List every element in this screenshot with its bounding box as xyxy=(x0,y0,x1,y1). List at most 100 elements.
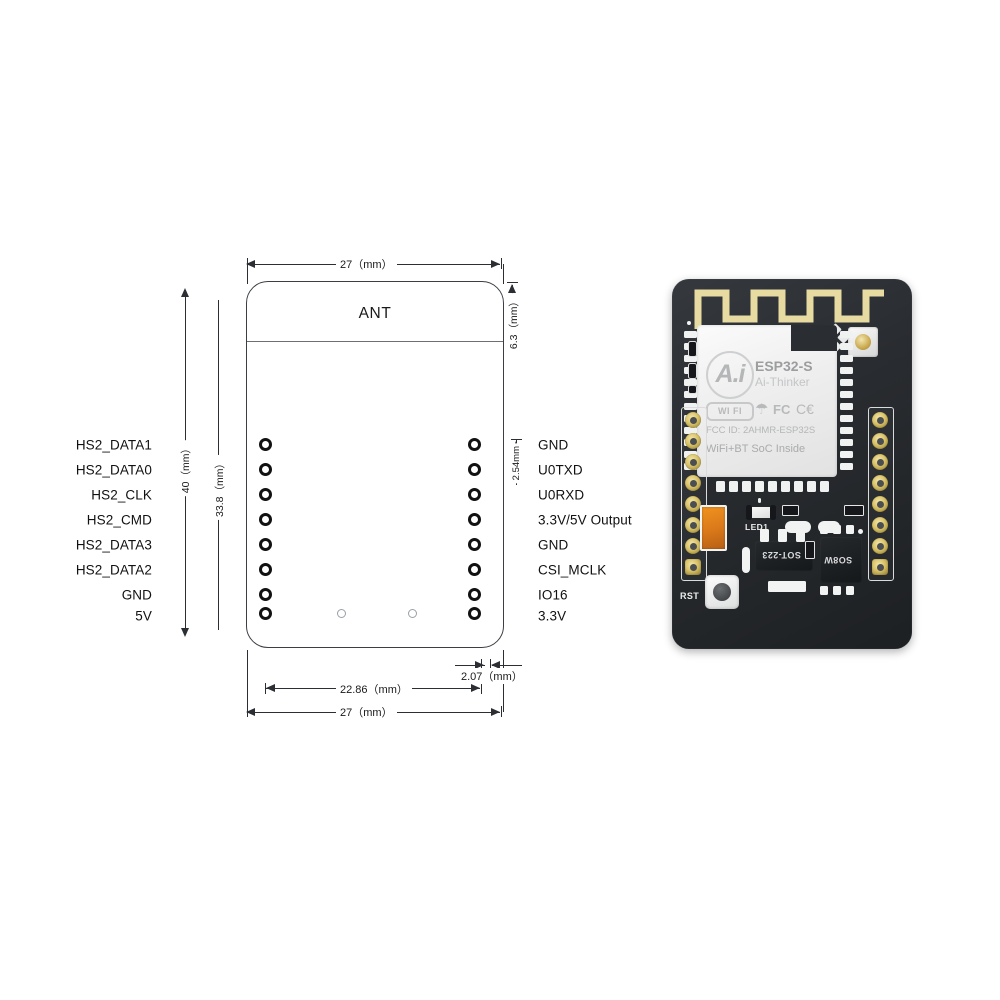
dim-pad-width-arrow-right xyxy=(471,684,480,692)
resistor-r3 xyxy=(805,541,815,559)
shield-notch xyxy=(791,325,837,351)
header-hole-right-3[interactable] xyxy=(872,454,888,470)
pad-right-1 xyxy=(468,438,481,451)
dim-pad-width-label: 22.86（mm） xyxy=(336,681,412,697)
castellation-r10 xyxy=(840,439,853,446)
so8w-pin1-dot xyxy=(858,529,863,534)
castellation-b2 xyxy=(729,481,738,492)
dim-pad-width-tick-left xyxy=(265,683,266,694)
resistor-r2 xyxy=(844,505,864,516)
ufl-antenna-connector xyxy=(848,327,878,357)
esp32-module-shield: A.i ESP32-S Ai-Thinker WI FI ☂ FC C€ FCC… xyxy=(697,325,837,477)
mounting-hole-right xyxy=(408,609,417,618)
pin-label-left-6: HS2_DATA2 xyxy=(75,562,152,578)
header-hole-left-2[interactable] xyxy=(685,433,701,449)
pad-right-5 xyxy=(468,538,481,551)
led1-pad-left xyxy=(746,505,752,520)
header-hole-left-4[interactable] xyxy=(685,475,701,491)
castellation-r7 xyxy=(840,403,853,410)
sot223-pad-3 xyxy=(796,529,805,542)
header-hole-right-2[interactable] xyxy=(872,433,888,449)
module-fcc-id: FCC ID: 2AHMR-ESP32S xyxy=(706,425,816,436)
header-hole-right-8[interactable] xyxy=(872,559,888,575)
header-hole-right-4[interactable] xyxy=(872,475,888,491)
led1-label: LED1 xyxy=(745,522,769,532)
pcb-outline xyxy=(246,281,504,648)
testpoint-3 xyxy=(688,385,697,394)
castellation-b1 xyxy=(716,481,725,492)
header-hole-right-6[interactable] xyxy=(872,517,888,533)
pad-right-4 xyxy=(468,513,481,526)
so8w-pad-5 xyxy=(833,586,841,595)
castellation-l6 xyxy=(684,391,697,398)
castellation-l7 xyxy=(684,403,697,410)
castellation-r2 xyxy=(840,343,853,350)
dim-bottom-width-arrow-right xyxy=(491,708,500,716)
header-hole-left-8[interactable] xyxy=(685,559,701,575)
dim-top-ext-right xyxy=(503,264,504,284)
castellation-l9 xyxy=(684,427,697,434)
led1-component xyxy=(750,507,772,518)
mechanical-drawing: 27（mm） ANT 6.3（mm） 40（mm） 33.8（mm） 2.54m… xyxy=(75,256,632,720)
left-header-strip xyxy=(681,407,707,581)
dim-edge-offset-arrow-right xyxy=(475,661,484,669)
testpoint-1 xyxy=(688,341,697,357)
dim-bottom-width-arrow-left xyxy=(246,708,255,716)
pin-label-left-3: HS2_CLK xyxy=(91,487,152,503)
voltage-regulator-cap xyxy=(700,505,727,551)
header-hole-right-5[interactable] xyxy=(872,496,888,512)
dim-top-width-tick-right xyxy=(501,258,502,269)
header-hole-left-6[interactable] xyxy=(685,517,701,533)
pin-label-right-2: U0TXD xyxy=(538,462,583,478)
right-header-strip xyxy=(868,407,894,581)
reset-label: RST xyxy=(680,591,700,601)
header-hole-right-1[interactable] xyxy=(872,412,888,428)
castellation-b5 xyxy=(768,481,777,492)
pin-label-left-1: HS2_DATA1 xyxy=(75,437,152,453)
pin1-marker xyxy=(687,321,691,325)
ce-icon: C€ xyxy=(796,401,814,417)
so8w-pad-2 xyxy=(833,525,841,534)
so8w-flash-chip xyxy=(820,537,862,583)
header-hole-left-7[interactable] xyxy=(685,538,701,554)
wifi-badge-icon: WI FI xyxy=(706,402,754,421)
castellation-r4 xyxy=(840,367,853,374)
castellation-r9 xyxy=(840,427,853,434)
castellation-b4 xyxy=(755,481,764,492)
header-hole-left-5[interactable] xyxy=(685,496,701,512)
header-hole-left-3[interactable] xyxy=(685,454,701,470)
castellation-b9 xyxy=(820,481,829,492)
pin-label-right-8: 3.3V xyxy=(538,608,567,624)
header-hole-left-1[interactable] xyxy=(685,412,701,428)
led1-polarity-mark xyxy=(758,498,761,503)
so8w-pad-1 xyxy=(820,525,828,534)
dim-edge-offset-tick-outer xyxy=(490,659,491,670)
sot223-regulator xyxy=(755,541,813,571)
dim-top-width-label: 27（mm） xyxy=(336,256,397,272)
dim-edge-offset-label: 2.07（mm） xyxy=(457,668,527,684)
testpoint-2 xyxy=(688,363,697,379)
castellation-r12 xyxy=(840,463,853,470)
so8w-label: SO8W xyxy=(824,555,853,565)
sot223-pad-2 xyxy=(778,529,787,542)
dim-top-width-arrow-right xyxy=(491,260,500,268)
reset-button[interactable] xyxy=(705,575,739,609)
pin-label-right-6: CSI_MCLK xyxy=(538,562,607,578)
castellation-l1 xyxy=(684,331,697,338)
dim-edge-offset-tick-inner xyxy=(481,659,482,670)
pin-label-right-4: 3.3V/5V Output xyxy=(538,512,632,528)
header-hole-right-7[interactable] xyxy=(872,538,888,554)
antenna-section-divider xyxy=(247,341,503,342)
dim-overall-height-label: 40（mm） xyxy=(178,440,193,497)
castellation-b7 xyxy=(794,481,803,492)
mounting-hole-left xyxy=(337,609,346,618)
ufl-center-pin xyxy=(855,334,871,350)
dim-ant-height-tick-top xyxy=(507,282,518,283)
pin-label-right-3: U0RXD xyxy=(538,487,585,503)
castellation-r8 xyxy=(840,415,853,422)
castellation-b3 xyxy=(742,481,751,492)
dim-pitch-tick-top xyxy=(511,439,522,440)
dim-top-ext-left xyxy=(247,264,248,284)
castellation-b6 xyxy=(781,481,790,492)
castellation-r3 xyxy=(840,355,853,362)
